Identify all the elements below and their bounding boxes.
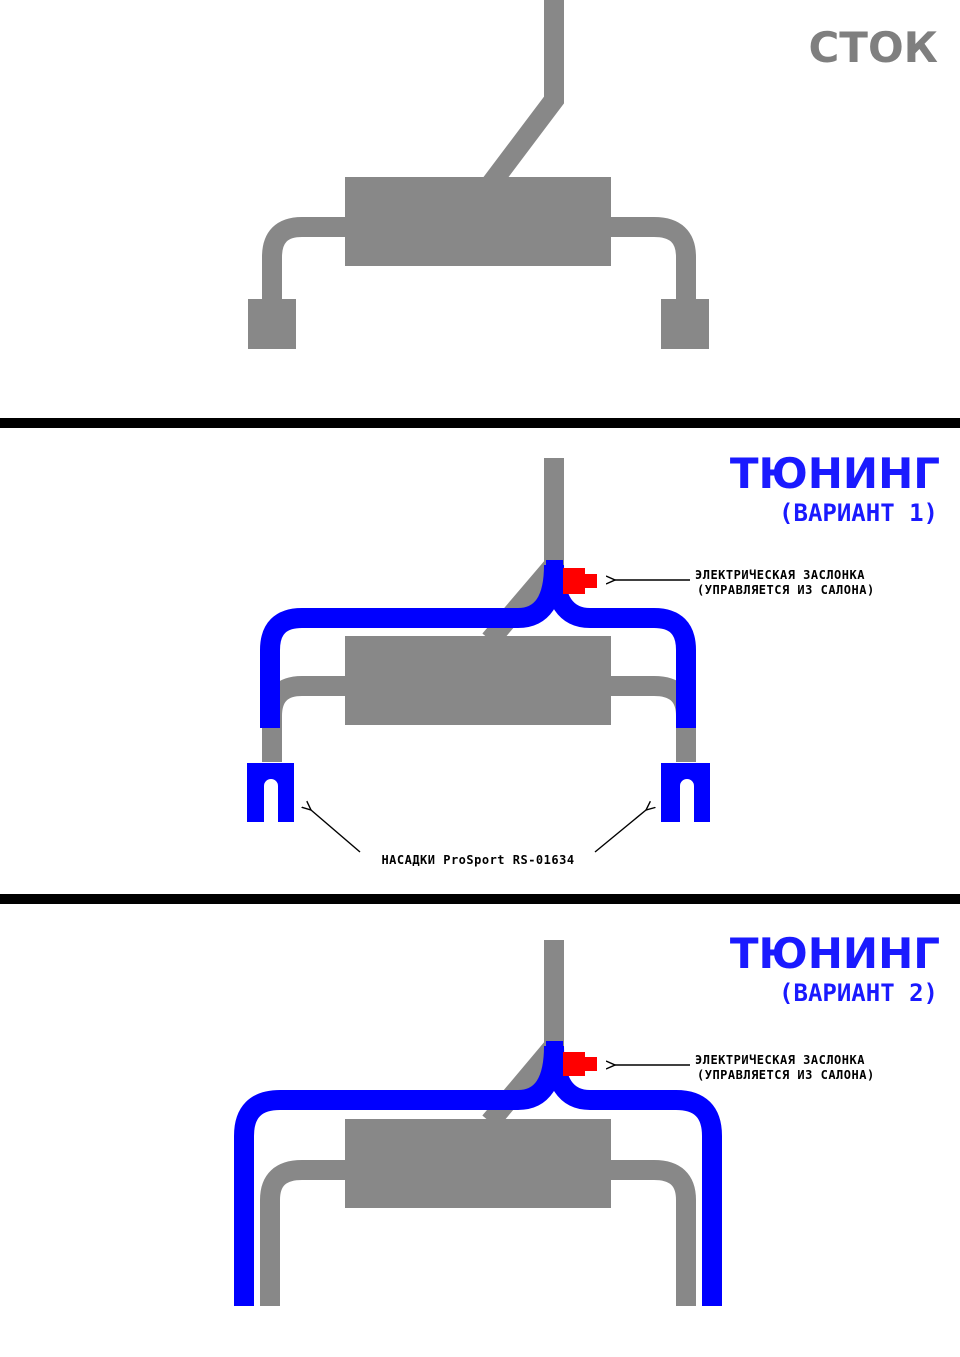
v1-valve-label-line1: ЭЛЕКТРИЧЕСКАЯ ЗАСЛОНКА (695, 568, 865, 582)
v1-bypass-right (544, 564, 696, 728)
v2-subtitle: (ВАРИАНТ 2) (779, 979, 938, 1007)
divider-1 (0, 418, 960, 428)
v1-right-tip (661, 763, 710, 822)
v1-subtitle: (ВАРИАНТ 1) (779, 499, 938, 527)
v1-right-pipe (610, 676, 696, 762)
v1-left-tip (247, 763, 294, 822)
panel-variant-1: ТЮНИНГ (ВАРИАНТ 1) ЭЛЕКТРИЧЕСКАЯ ЗАСЛОНК… (247, 449, 940, 867)
v1-tips-label: НАСАДКИ ProSport RS-01634 (381, 853, 574, 867)
v2-muffler (345, 1119, 611, 1208)
v1-left-pipe (262, 676, 346, 762)
v2-bypass-system (234, 1045, 722, 1306)
v1-tips-arrow-right (594, 810, 646, 853)
stock-left-tip (248, 299, 296, 349)
v1-tips-arrow-left (311, 810, 361, 853)
stock-muffler (345, 177, 611, 266)
v1-muffler (345, 636, 611, 725)
stock-left-pipe (262, 217, 346, 302)
v2-electric-valve (563, 1052, 597, 1076)
stock-title: СТОК (808, 23, 938, 72)
v2-bypass-right (544, 1045, 722, 1306)
v2-bypass-junction (546, 1041, 563, 1071)
stock-exhaust-system (262, 0, 696, 302)
v2-valve-label-line2: (УПРАВЛЯЕТСЯ ИЗ САЛОНА) (697, 1068, 875, 1082)
panel-stock: СТОК (248, 0, 938, 349)
stock-right-pipe (610, 217, 696, 302)
v1-valve-nozzle (583, 574, 597, 588)
panel-variant-2: ТЮНИНГ (ВАРИАНТ 2) ЭЛЕКТРИЧЕСКАЯ ЗАСЛОНК… (234, 929, 940, 1306)
v1-valve-label-line2: (УПРАВЛЯЕТСЯ ИЗ САЛОНА) (697, 583, 875, 597)
v2-valve-body (563, 1052, 585, 1076)
v1-electric-valve (563, 568, 597, 594)
stock-intake-pipe (482, 0, 564, 192)
v1-bypass-junction (546, 560, 563, 590)
v1-title: ТЮНИНГ (730, 449, 940, 498)
v2-valve-label-line1: ЭЛЕКТРИЧЕСКАЯ ЗАСЛОНКА (695, 1053, 865, 1067)
v2-left-pipe (260, 1160, 346, 1306)
v2-title: ТЮНИНГ (730, 929, 940, 978)
stock-right-tip (661, 299, 709, 349)
v2-valve-nozzle (583, 1057, 597, 1071)
v1-bypass-system (260, 564, 696, 728)
v2-right-pipe (610, 1160, 696, 1306)
v1-valve-body (563, 568, 585, 594)
divider-2 (0, 894, 960, 904)
